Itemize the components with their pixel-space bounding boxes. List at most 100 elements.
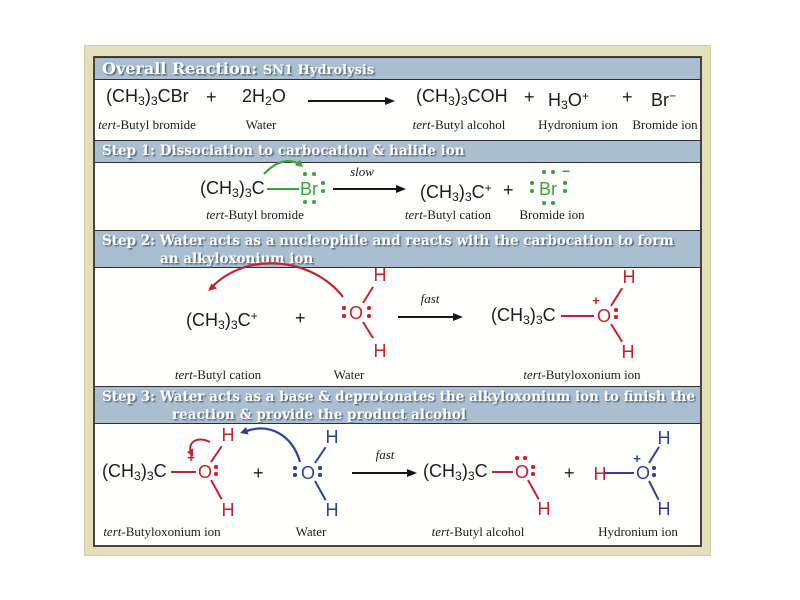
- lone-pair-dot: [652, 473, 656, 477]
- oxonium-hydrogen-atom: H: [621, 342, 635, 362]
- plus-sign: +: [295, 308, 306, 328]
- curved-arrow-bond-to-br: [263, 159, 303, 175]
- lone-pair-dot: [342, 306, 346, 310]
- hydronium-hydrogen-atom: H: [593, 464, 607, 484]
- step3-header: Step 3: Water acts as a base & deprotona…: [95, 386, 700, 424]
- c-o-bond: [561, 315, 594, 317]
- lone-pair-dot: [214, 465, 218, 469]
- lone-pair-dot: [367, 314, 371, 318]
- step2-cation-formula: (CH3)3C+: [186, 309, 258, 333]
- positive-charge: +: [633, 451, 641, 466]
- lone-pair-dot: [530, 189, 534, 193]
- species-label: Bromide ion: [519, 207, 585, 222]
- lone-pair-dot: [542, 201, 546, 205]
- plus-sign: +: [206, 87, 217, 107]
- reaction-arrow-head: [407, 468, 417, 477]
- reaction-arrow: [308, 100, 386, 102]
- species-label: tert-Butyl cation: [174, 367, 262, 382]
- bromide-atom: Br: [539, 179, 557, 199]
- step2-header: Step 2: Water acts as a nucleophile and …: [95, 230, 700, 268]
- lone-pair-dot: [318, 466, 322, 470]
- lone-pair-dot: [530, 181, 534, 185]
- lone-pair-dot: [342, 314, 346, 318]
- plus-sign: +: [622, 87, 633, 107]
- lone-pair-dot: [551, 201, 555, 205]
- species-label: tert-Butyl alcohol: [412, 117, 506, 132]
- lone-pair-dot: [542, 170, 546, 174]
- alcohol-hydrogen-atom: H: [537, 499, 551, 519]
- lone-pair-dot: [523, 456, 527, 460]
- water-oxygen-atom: O: [348, 303, 363, 323]
- lone-pair-dot: [312, 172, 316, 176]
- lone-pair-dot: [303, 172, 307, 176]
- bromine-atom: Br: [300, 179, 318, 199]
- alcohol-oxygen-atom: O: [514, 462, 529, 482]
- lone-pair-dot: [321, 181, 325, 185]
- reaction-arrow-head: [396, 184, 406, 193]
- lone-pair-dot: [614, 315, 618, 319]
- lone-pair-dot: [293, 466, 297, 470]
- lone-pair-dot: [367, 306, 371, 310]
- lone-pair-dot: [531, 465, 535, 469]
- species-label: Water: [295, 524, 327, 539]
- rate-label: fast: [375, 447, 395, 462]
- oxonium-oxygen-atom: O: [596, 306, 611, 326]
- reaction-arrow: [352, 472, 408, 474]
- overall-product3-formula: Br−: [651, 89, 677, 111]
- lone-pair-dot: [321, 189, 325, 193]
- step2-oxonium-alkyl: (CH3)3C: [491, 305, 556, 328]
- species-label: tert-Butyl alcohol: [431, 524, 525, 539]
- plus-sign: +: [564, 463, 575, 483]
- c-br-bond: [267, 188, 299, 190]
- species-label: Hydronium ion: [598, 524, 678, 539]
- c-o-bond: [171, 471, 196, 473]
- step3-alcohol-alkyl: (CH3)3C: [423, 461, 488, 484]
- lone-pair-dot: [515, 456, 519, 460]
- lone-pair-dot: [303, 200, 307, 204]
- negative-charge: −: [562, 163, 571, 179]
- curved-arrow-water-to-cation: [208, 262, 344, 298]
- oxonium-hydrogen-atom: H: [622, 267, 636, 287]
- plus-sign: +: [524, 87, 535, 107]
- oxonium-hydrogen-atom: H: [221, 500, 235, 520]
- step2-header-line1: Step 2: Water acts as a nucleophile and …: [102, 233, 674, 249]
- rate-label: fast: [420, 291, 440, 306]
- water-hydrogen-atom: H: [373, 341, 387, 361]
- overall-reaction-header: Overall Reaction: SN1 Hydrolysis: [95, 57, 700, 80]
- reaction-arrow: [398, 316, 454, 318]
- o-h-bond: [605, 472, 634, 474]
- reaction-arrow-head: [385, 96, 395, 105]
- species-label: Bromide ion: [632, 117, 698, 132]
- water-hydrogen-atom: H: [325, 427, 339, 447]
- oxonium-oxygen-atom: O: [197, 462, 212, 482]
- species-label: Water: [245, 117, 277, 132]
- species-label: Water: [333, 367, 365, 382]
- lone-pair-dot: [551, 170, 555, 174]
- step2-header-line2: an alkyloxonium ion: [160, 251, 314, 267]
- diagram-panel: [93, 56, 702, 547]
- hydronium-hydrogen-atom: H: [657, 499, 671, 519]
- lone-pair-dot: [293, 473, 297, 477]
- lone-pair-dot: [614, 308, 618, 312]
- reaction-arrow: [333, 188, 397, 190]
- positive-charge: +: [592, 293, 600, 308]
- species-label: tert-Butyl cation: [404, 207, 492, 222]
- plus-sign: +: [253, 463, 264, 483]
- positive-charge: +: [187, 450, 195, 465]
- lone-pair-dot: [563, 189, 567, 193]
- lone-pair-dot: [563, 181, 567, 185]
- lone-pair-dot: [312, 200, 316, 204]
- species-label: tert-Butyl bromide: [98, 117, 196, 132]
- overall-reactant1-formula: (CH3)3CBr: [106, 86, 189, 109]
- step1-alkyl-formula: (CH3)3C: [200, 178, 265, 201]
- c-o-bond: [492, 471, 513, 473]
- overall-reaction-title: Overall Reaction:: [102, 59, 258, 78]
- curved-arrow-oh-bond-to-o: [187, 438, 211, 457]
- species-label: tert-Butyloxonium ion: [523, 367, 641, 382]
- step3-header-line1: Step 3: Water acts as a base & deprotona…: [102, 389, 696, 405]
- oxonium-hydrogen-atom: H: [221, 425, 235, 445]
- species-label: Hydronium ion: [538, 117, 618, 132]
- lone-pair-dot: [214, 472, 218, 476]
- step1-cation-formula: (CH3)3C+: [420, 181, 492, 205]
